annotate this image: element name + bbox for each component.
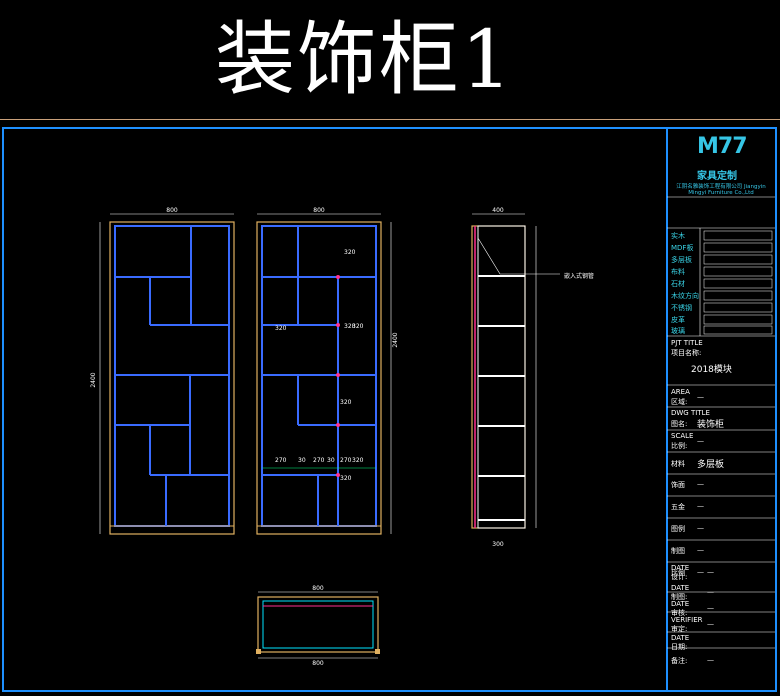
area-value: — <box>697 393 704 401</box>
signoff-en-2: DATE <box>671 600 690 608</box>
company-logo: M77 <box>697 134 748 159</box>
row-label-1: 五金 <box>671 503 685 511</box>
legend-label-6: 不锈钢 <box>671 304 692 312</box>
material-label: 材料 <box>671 460 685 468</box>
dim-side-3: 320 <box>352 323 364 330</box>
dim-side-base: 300 <box>492 541 504 548</box>
dim-height-front-2: 2400 <box>392 332 399 347</box>
legend-label-8: 玻璃 <box>671 327 685 335</box>
dim-bottom-e: 270 <box>340 457 352 464</box>
scale-cn: 比例: <box>671 442 688 450</box>
material-swatches <box>703 230 773 335</box>
row-label-3: 制图 <box>671 547 685 555</box>
title-block: M77 家具定制 江阴名雅装饰工程有限公司 Jiangyin Mingyi Fu… <box>667 128 775 690</box>
row-value-0: — <box>697 480 704 488</box>
top-plan: 800 800 <box>256 585 380 667</box>
signoff-cn-2: 审核: <box>671 609 688 617</box>
dim-top-width-bottom: 800 <box>312 660 324 667</box>
front-elevation-2: 800 2400 320 320 320 320 320 320 320 270… <box>256 207 399 535</box>
dim-side-4: 320 <box>340 399 352 406</box>
signoff-cn-0: 设计: <box>671 573 688 581</box>
title-separator <box>0 119 780 120</box>
dim-bottom-a: 270 <box>275 457 287 464</box>
signoff-cn-5: 备注: <box>671 657 688 665</box>
area-cn: 区域: <box>671 398 688 406</box>
proj-name-label: 项目名称: <box>671 349 702 357</box>
side-note: 嵌入式钢管 <box>564 272 594 280</box>
signoff-cn-4: 日期: <box>671 643 688 651</box>
signoff-en-1: DATE <box>671 584 690 592</box>
brand-name: 家具定制 <box>697 171 737 182</box>
signoff-en-4: DATE <box>671 634 690 642</box>
signoff-en-0: DATE <box>671 564 690 572</box>
scale-value: — <box>697 437 704 445</box>
legend-label-2: 多层板 <box>671 256 692 264</box>
dim-side-2: 320 <box>344 323 356 330</box>
row-value-2: — <box>697 524 704 532</box>
legend-label-3: 布料 <box>671 268 685 276</box>
signoff-val-2: — <box>707 604 714 612</box>
row-value-1: — <box>697 502 704 510</box>
row-value-3: — <box>697 546 704 554</box>
dim-bottom-d: 30 <box>327 457 335 464</box>
dim-mid-left: 320 <box>275 325 287 332</box>
dim-side-5: 320 <box>352 457 364 464</box>
dim-side-1: 320 <box>344 249 356 256</box>
sheet-frame <box>2 127 777 692</box>
signoff-cn-1: 制图: <box>671 593 688 601</box>
dim-depth-side: 400 <box>492 207 504 214</box>
company-name: 江阴名雅装饰工程有限公司 Jiangyin Mingyi Furniture C… <box>676 184 766 196</box>
row-label-2: 图例 <box>671 525 685 533</box>
legend-label-0: 实木 <box>671 232 685 240</box>
row-label-4: 比例 <box>671 569 685 577</box>
drawing-title: 装饰柜1 <box>215 13 514 106</box>
dim-height-front-1: 2400 <box>90 372 97 387</box>
dwg-title-label: DWG TITLE <box>671 409 710 417</box>
title-block-grid <box>667 196 775 649</box>
legend-label-5: 木纹方向 <box>671 292 699 300</box>
dim-bottom-c: 270 <box>313 457 325 464</box>
dim-side-6: 320 <box>340 475 352 482</box>
side-elevation: 嵌入式钢管 400 300 <box>471 207 594 548</box>
dim-top-width-top: 800 <box>312 585 324 592</box>
signoff-val-3: — <box>707 620 714 628</box>
proj-name: 2018模块 <box>691 365 732 375</box>
area-label: AREA <box>671 388 690 396</box>
row-label-0: 饰面 <box>671 481 685 489</box>
dim-bottom-b: 30 <box>298 457 306 464</box>
dim-width-front-2: 800 <box>313 207 325 214</box>
legend-label-4: 石材 <box>671 280 685 288</box>
material-value: 多层板 <box>697 460 725 470</box>
legend-label-7: 皮革 <box>671 316 685 324</box>
signoff-val-0: — <box>707 568 714 576</box>
signoff-en-3: VERIFIER <box>671 616 703 624</box>
front-elevation-1: 800 2400 <box>90 207 235 535</box>
drawing-name-label: 图名: <box>671 420 688 428</box>
drawing-name: 装饰柜 <box>697 420 725 430</box>
row-value-4: — <box>697 568 704 576</box>
signoff-val-1: — <box>707 588 714 596</box>
legend-label-1: MDF板 <box>671 244 694 252</box>
signoff-val-5: — <box>707 656 714 664</box>
signoff-cn-3: 审定: <box>671 625 688 633</box>
proj-title-label: PJT TITLE <box>671 339 703 347</box>
dim-width-front-1: 800 <box>166 207 178 214</box>
scale-label: SCALE <box>671 432 694 440</box>
